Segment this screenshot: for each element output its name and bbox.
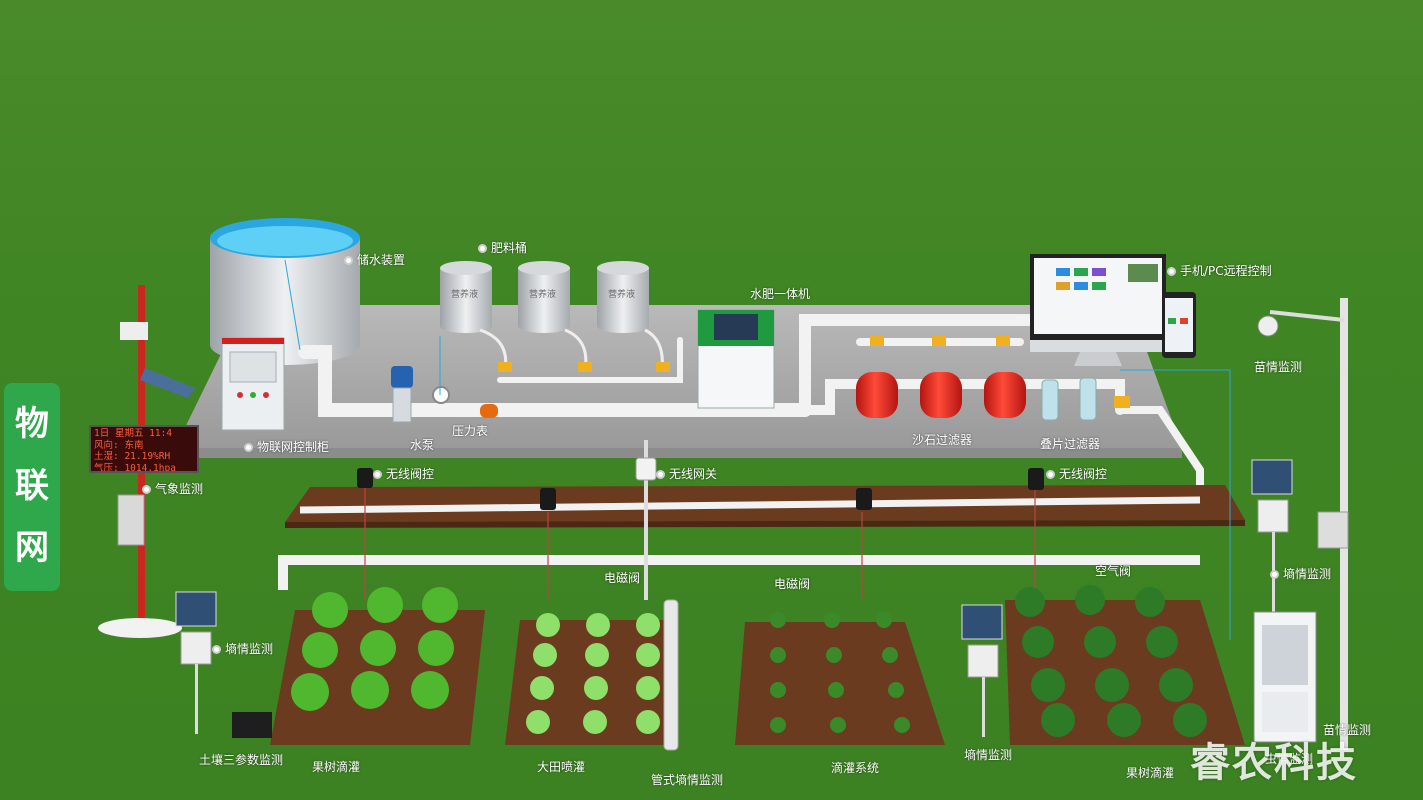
marker-dot-icon	[656, 470, 665, 479]
banana-plants	[291, 587, 458, 711]
label-disc-filter: 叠片过滤器	[1040, 437, 1101, 451]
soil-sensor-left-drawing	[175, 591, 217, 734]
side-char: 物	[15, 404, 49, 444]
label-seedling-top: 苗情监测	[1254, 360, 1303, 374]
wireless-valves	[357, 468, 1044, 510]
label-seedling-bottom: 苗情监测	[1323, 723, 1372, 737]
label-control-cabinet: 物联网控制柜	[244, 440, 329, 454]
marker-dot-icon	[244, 443, 253, 452]
label-gateway: 无线网关	[656, 467, 717, 481]
soil-sensor-right-drawing	[1251, 459, 1293, 612]
label-pump: 水泵	[410, 438, 435, 452]
main-pipes	[298, 314, 1204, 504]
drip-plants	[770, 612, 910, 733]
label-valve-right: 无线阀控	[1046, 467, 1107, 481]
marker-dot-icon	[1167, 267, 1176, 276]
marker-dot-icon	[478, 244, 487, 253]
weather-led-board: 1日 星期五 11:4 风向: 东南 土湿: 21.19%RH 气压: 1014…	[89, 425, 199, 473]
label-solenoid-1: 电磁阀	[604, 571, 641, 585]
label-soil-right: 墒情监测	[1270, 567, 1331, 581]
side-char: 网	[15, 528, 49, 568]
gateway-pole-drawing	[635, 440, 657, 600]
marker-dot-icon	[142, 485, 151, 494]
label-sand-filter: 沙石过滤器	[912, 433, 973, 447]
label-fruit-drip-2: 果树滴灌	[1126, 766, 1175, 780]
label-pressure: 压力表	[452, 424, 489, 438]
disc-filters-drawing	[1041, 377, 1130, 421]
label-drip: 滴灌系统	[831, 761, 880, 775]
label-storage: 储水装置	[344, 253, 405, 267]
label-tube-soil: 管式墒情监测	[651, 773, 724, 787]
led-line: 土湿: 21.19%RH	[94, 451, 171, 462]
soil-sensor-mid-drawing	[961, 604, 1003, 737]
tube-soil-sensor-drawing	[663, 599, 679, 751]
control-cabinet-drawing	[221, 337, 285, 431]
camera-pole-drawing	[1257, 298, 1349, 750]
label-field-spray: 大田喷灌	[537, 760, 586, 774]
fruit-trees	[1015, 585, 1207, 737]
label-solenoid-2: 电磁阀	[774, 577, 811, 591]
label-soil-left: 墒情监测	[212, 642, 273, 656]
side-char: 联	[15, 466, 49, 506]
label-remote: 手机/PC远程控制	[1167, 264, 1272, 278]
marker-dot-icon	[344, 256, 353, 265]
side-title-panel: 物 联 网	[4, 383, 60, 591]
signal-lines	[284, 259, 1231, 640]
label-fert-bucket: 肥料桶	[478, 241, 527, 255]
brand-watermark: 睿农科技	[1190, 740, 1358, 786]
water-pump-drawing	[391, 366, 413, 423]
water-storage-tank	[210, 218, 360, 365]
tank-label-1: 营养液	[451, 290, 479, 300]
monitor-drawing	[1030, 254, 1196, 366]
distribution-pipe	[278, 555, 1200, 590]
marker-dot-icon	[1270, 570, 1279, 579]
integrated-machine-drawing	[697, 309, 775, 409]
label-pest: 虫情监测	[1265, 752, 1314, 766]
marker-dot-icon	[212, 645, 221, 654]
label-weather: 气象监测	[142, 482, 203, 496]
marker-dot-icon	[1046, 470, 1055, 479]
label-integrated: 水肥一体机	[750, 287, 811, 301]
led-line: 气压: 1014.1hpa	[94, 462, 176, 473]
label-air-valve: 空气阀	[1095, 564, 1132, 578]
tank-label-3: 营养液	[608, 290, 636, 300]
cabbage-plants	[526, 613, 660, 734]
soil3-probe-drawing	[232, 712, 272, 738]
label-soil-mid: 墒情监测	[964, 748, 1013, 762]
led-line: 风向: 东南	[94, 439, 144, 451]
label-valve-left: 无线阀控	[373, 467, 434, 481]
marker-dot-icon	[373, 470, 382, 479]
fertilizer-tanks-drawing	[440, 261, 670, 372]
sand-filters-drawing	[856, 336, 1026, 418]
led-line: 1日 星期五 11:4	[94, 428, 173, 439]
soil-trench	[285, 485, 1245, 528]
tank-label-2: 营养液	[529, 290, 557, 300]
label-soil3: 土壤三参数监测	[199, 753, 284, 767]
pest-monitor-drawing	[1253, 611, 1317, 743]
label-fruit-drip-1: 果树滴灌	[312, 760, 361, 774]
